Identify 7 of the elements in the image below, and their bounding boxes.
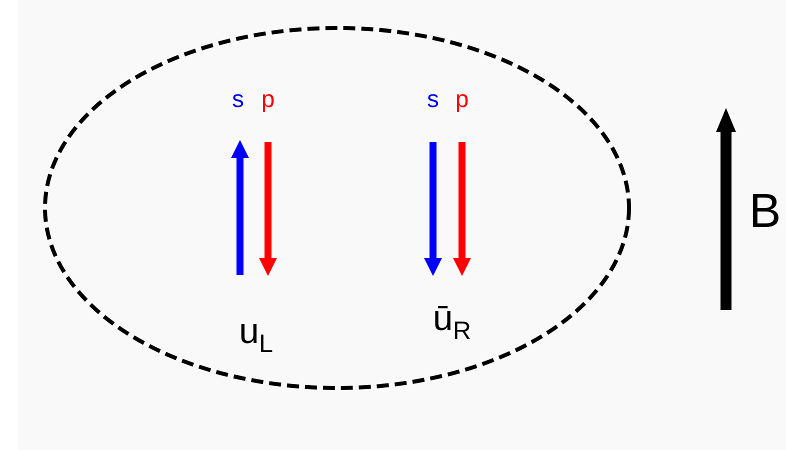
momentum-label: p: [455, 88, 469, 112]
spin-label: s: [232, 88, 244, 112]
spin-label: s: [427, 88, 439, 112]
antiparticle-label: ū$_{R}$: [432, 300, 472, 344]
field-label: B: [749, 188, 781, 236]
particle-label: u$_{L}$: [238, 313, 274, 357]
momentum-label: p: [261, 88, 275, 112]
